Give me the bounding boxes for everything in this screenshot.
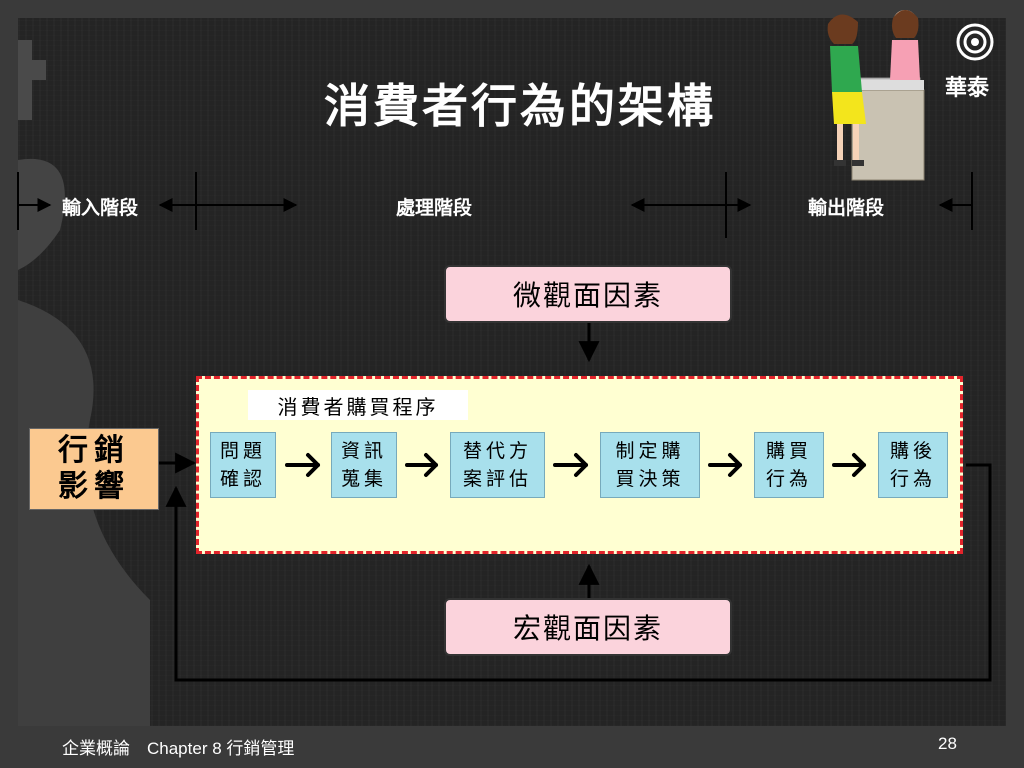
micro-factor-box: 微觀面因素 <box>444 265 732 323</box>
step-purchase-behavior: 購買 行為 <box>754 432 824 498</box>
purchase-process-label: 消費者購買程序 <box>248 390 468 420</box>
stage-output-label: 輸出階段 <box>808 197 885 219</box>
step-text: 行為 <box>765 468 812 490</box>
right-arrow-icon <box>708 453 742 477</box>
stage-process-label: 處理階段 <box>396 197 473 219</box>
step-text: 行為 <box>889 468 936 490</box>
influence-line-1: 行銷 <box>58 433 130 468</box>
step-text: 購買 <box>765 440 812 462</box>
footer-course: 企業概論 Chapter 8 行銷管理 <box>62 739 295 758</box>
stage-input-label: 輸入階段 <box>62 197 139 219</box>
marketing-influence-box: 行銷 影響 <box>29 428 159 510</box>
step-text: 問題 <box>219 440 266 462</box>
step-text: 蒐集 <box>340 468 387 490</box>
step-text: 購後 <box>889 440 936 462</box>
step-text: 替代方 <box>462 440 532 462</box>
step-purchase-decision: 制定購 買決策 <box>600 432 700 498</box>
step-problem-recognition: 問題 確認 <box>210 432 276 498</box>
step-post-purchase-behavior: 購後 行為 <box>878 432 948 498</box>
macro-factor-box: 宏觀面因素 <box>444 598 732 656</box>
step-text: 確認 <box>219 468 266 490</box>
step-information-search: 資訊 蒐集 <box>331 432 397 498</box>
feedback-loop-line <box>165 463 992 682</box>
right-arrow-icon <box>285 453 320 477</box>
step-text: 資訊 <box>340 440 387 462</box>
page-number: 28 <box>938 734 957 753</box>
right-arrow-icon <box>832 453 866 477</box>
step-text: 制定購 <box>615 440 685 462</box>
step-alternative-evaluation: 替代方 案評估 <box>450 432 545 498</box>
slide-title: 消費者行為的架構 <box>324 79 716 133</box>
brand-name: 華泰 <box>945 75 990 101</box>
influence-line-2: 影響 <box>58 469 130 504</box>
step-text: 案評估 <box>462 468 532 490</box>
step-text: 買決策 <box>615 468 685 490</box>
right-arrow-icon <box>553 453 588 477</box>
stage-timeline <box>17 172 973 238</box>
right-arrow-icon <box>405 453 438 477</box>
